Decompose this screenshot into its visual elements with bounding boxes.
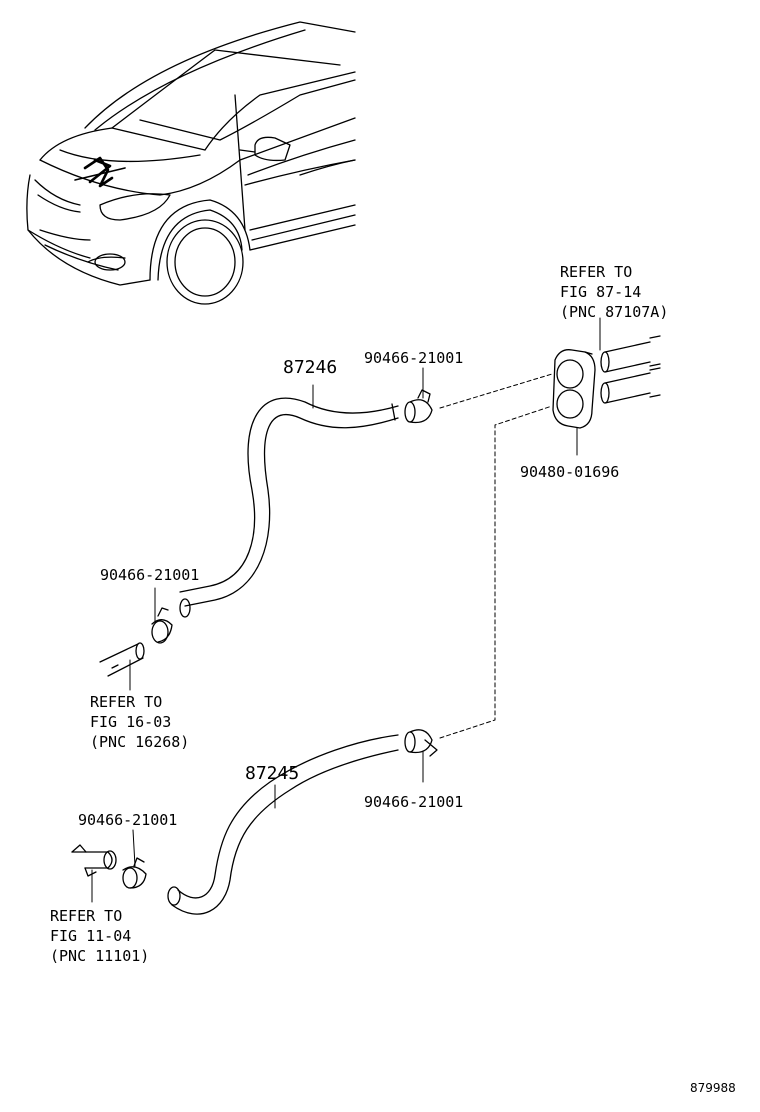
- part-number-clamp-upper-right[interactable]: 90466-21001: [364, 349, 464, 367]
- ref-heater-unit-line-1: REFER TO: [560, 263, 633, 281]
- leader-lines: [91, 317, 601, 903]
- connection-lines: [439, 373, 553, 739]
- water-pipe: [99, 642, 145, 677]
- part-number-clamp-lower-right[interactable]: 90466-21001: [364, 793, 464, 811]
- part-number-clamp-lower-left[interactable]: 90466-21001: [78, 811, 178, 829]
- hose-87246: [179, 397, 399, 618]
- part-number-grommet[interactable]: 90480-01696: [520, 463, 620, 481]
- ref-water-pipe-line-1: REFER TO: [90, 693, 163, 711]
- ref-engine-outlet-line-1: REFER TO: [50, 907, 123, 925]
- clamp-upper-left: [151, 607, 173, 644]
- ref-water-pipe-line-3[interactable]: (PNC 16268): [90, 733, 190, 751]
- ref-heater-unit-line-3[interactable]: (PNC 87107A): [560, 303, 669, 321]
- ref-heater-unit-line-2: FIG 87-14: [560, 283, 642, 301]
- clamp-upper-right: [404, 389, 433, 424]
- ref-engine-outlet-line-3[interactable]: (PNC 11101): [50, 947, 150, 965]
- ref-engine-outlet-line-2: FIG 11-04: [50, 927, 132, 945]
- heater-pipes: [600, 335, 661, 404]
- part-number-hose-upper[interactable]: 87246: [283, 357, 338, 378]
- engine-outlet: [71, 844, 117, 877]
- part-number-clamp-upper-left[interactable]: 90466-21001: [100, 566, 200, 584]
- hose-87245: [167, 734, 399, 915]
- clamp-lower-right: [404, 729, 438, 757]
- ref-water-pipe-line-2: FIG 16-03: [90, 713, 172, 731]
- grommet-90480-01696: [552, 349, 596, 429]
- diagram-id: 879988: [690, 1081, 736, 1095]
- vehicle-locator-illustration: [26, 21, 356, 305]
- part-number-hose-lower[interactable]: 87245: [245, 763, 300, 784]
